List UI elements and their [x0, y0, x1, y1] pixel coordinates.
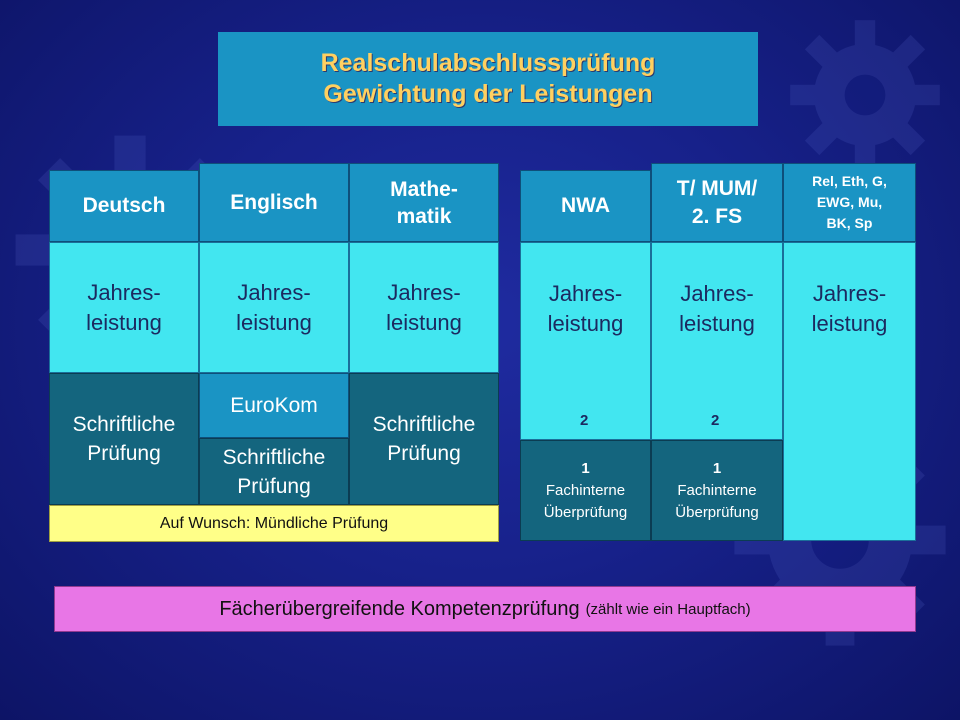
page-title: Realschulabschlussprüfung Gewichtung der…: [218, 32, 758, 126]
title-line-1: Realschulabschlussprüfung: [320, 49, 656, 77]
englisch-jahresleistung: Jahres- leistung: [199, 242, 349, 373]
deutsch-schriftliche-pruefung: Schriftliche Prüfung: [49, 373, 199, 505]
kompetenzpruefung-bar: Fächerübergreifende Kompetenzprüfung (zä…: [54, 586, 916, 632]
t-mum-fachinterne-ueberpruefung: 1 Fachinterne Überprüfung: [651, 440, 783, 541]
englisch-schriftliche-pruefung: Schriftliche Prüfung: [199, 438, 349, 505]
englisch-eurokom: EuroKom: [199, 373, 349, 438]
nwa-weight-jahres: 2: [580, 412, 589, 429]
header-t-mum-2fs: T/ MUM/ 2. FS: [651, 163, 783, 242]
kompetenzpruefung-note: (zählt wie ein Hauptfach): [585, 600, 751, 618]
header-rel-eth: Rel, Eth, G, EWG, Mu, BK, Sp: [783, 163, 916, 242]
nwa-fachinterne-ueberpruefung: 1 Fachinterne Überprüfung: [520, 440, 651, 541]
t-mum-weight-jahres: 2: [711, 412, 720, 429]
header-englisch: Englisch: [199, 163, 349, 242]
header-nwa: NWA: [520, 170, 651, 242]
t-mum-jahresleistung: Jahres- leistung: [651, 242, 783, 440]
muendliche-pruefung-bar: Auf Wunsch: Mündliche Prüfung: [49, 505, 499, 542]
nwa-jahresleistung: Jahres- leistung: [520, 242, 651, 440]
deutsch-jahresleistung: Jahres- leistung: [49, 242, 199, 373]
header-mathematik: Mathe- matik: [349, 163, 499, 242]
header-deutsch: Deutsch: [49, 170, 199, 242]
mathematik-jahresleistung: Jahres- leistung: [349, 242, 499, 373]
title-line-2: Gewichtung der Leistungen: [323, 80, 653, 108]
mathematik-schriftliche-pruefung: Schriftliche Prüfung: [349, 373, 499, 505]
gear-icon: [790, 20, 940, 170]
rel-eth-jahresleistung: Jahres- leistung: [783, 242, 916, 541]
